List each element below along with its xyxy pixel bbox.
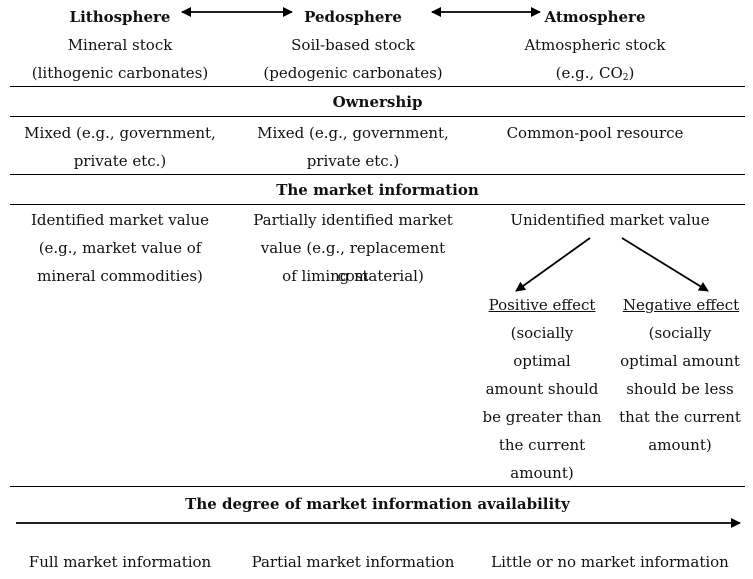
positive-effect-line4: be greater than	[482, 408, 602, 426]
market-lithosphere-line3: mineral commodities)	[37, 267, 203, 285]
divider-ownership	[10, 116, 745, 117]
market-information-heading: The market information	[276, 181, 479, 199]
market-atmosphere: Unidentified market value	[510, 211, 710, 229]
negative-effect-line5: amount)	[648, 436, 712, 454]
availability-level-full: Full market information	[28, 553, 212, 571]
positive-effect-line6: amount)	[510, 464, 574, 482]
availability-level-little: Little or no market information	[491, 553, 729, 571]
arrow-to-negative-effect	[621, 237, 709, 292]
lithosphere-stock: Mineral stock	[67, 36, 173, 54]
divider-market-bottom	[10, 204, 745, 205]
negative-effect-line1: (socially	[648, 324, 712, 342]
negative-effect-line3: should be less	[626, 380, 734, 398]
positive-effect-line1: (socially	[510, 324, 574, 342]
lithosphere-title: Lithosphere	[69, 8, 171, 26]
lithosphere-carbonates: (lithogenic carbonates)	[31, 64, 209, 82]
market-pedosphere-line2: value (e.g., replacement cost	[260, 239, 446, 285]
availability-heading: The degree of market information availab…	[185, 495, 570, 513]
ownership-lithosphere-line1: Mixed (e.g., government,	[24, 124, 216, 142]
ownership-pedosphere-line1: Mixed (e.g., government,	[257, 124, 449, 142]
positive-effect-line5: the current	[498, 436, 586, 454]
arrow-to-positive-effect	[515, 237, 591, 292]
atmosphere-example: (e.g., CO2)	[555, 64, 635, 83]
positive-effect-title: Positive effect	[488, 296, 596, 314]
pedosphere-carbonates: (pedogenic carbonates)	[263, 64, 443, 82]
positive-effect-line3: amount should	[485, 380, 599, 398]
ownership-heading: Ownership	[332, 93, 423, 111]
market-lithosphere-line1: Identified market value	[31, 211, 209, 229]
pedosphere-title: Pedosphere	[304, 8, 402, 26]
negative-effect-line2: optimal amount	[620, 352, 740, 370]
market-pedosphere-line1: Partially identified market	[253, 211, 453, 229]
negative-effect-title: Negative effect	[622, 296, 740, 314]
divider-market-top	[10, 174, 745, 175]
market-lithosphere-line2: (e.g., market value of	[38, 239, 202, 257]
market-pedosphere-line3: of liming material)	[282, 267, 424, 285]
divider-availability	[10, 486, 745, 487]
divider-top	[10, 86, 745, 87]
atmosphere-stock: Atmospheric stock	[524, 36, 666, 54]
ownership-atmosphere: Common-pool resource	[506, 124, 684, 142]
ownership-lithosphere-line2: private etc.)	[73, 152, 167, 170]
ownership-pedosphere-line2: private etc.)	[306, 152, 400, 170]
positive-effect-line2: optimal	[513, 352, 571, 370]
pedosphere-stock: Soil-based stock	[291, 36, 415, 54]
atmosphere-title: Atmosphere	[544, 8, 646, 26]
availability-level-partial: Partial market information	[251, 553, 455, 571]
negative-effect-line4: that the current	[619, 408, 741, 426]
